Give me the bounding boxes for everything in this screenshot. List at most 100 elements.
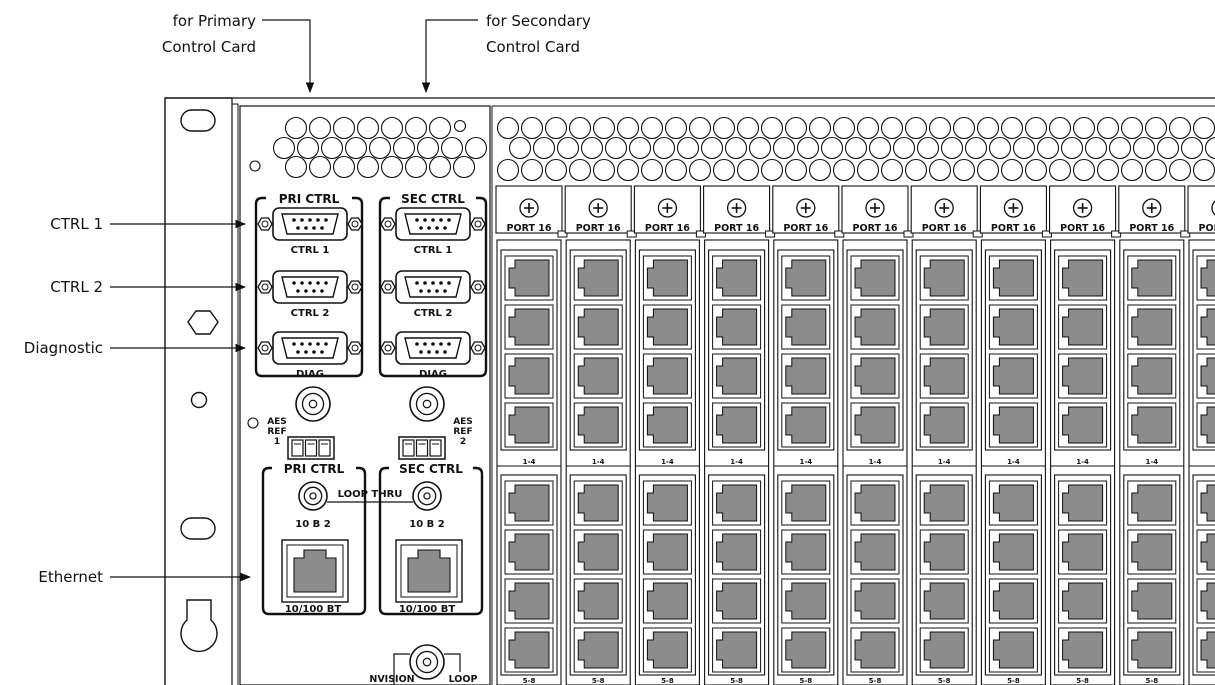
rj45-jack[interactable] — [923, 582, 965, 620]
rj45-jack[interactable] — [1131, 308, 1173, 346]
rj45-jack[interactable] — [854, 406, 896, 444]
rj45-jack[interactable] — [1062, 533, 1104, 571]
rj45-jack[interactable] — [577, 484, 619, 522]
rj45-jack[interactable] — [785, 308, 827, 346]
rj45-jack[interactable] — [785, 582, 827, 620]
rj45-jack[interactable] — [854, 582, 896, 620]
rj45-jack[interactable] — [716, 631, 758, 669]
rj45-jack[interactable] — [577, 357, 619, 395]
rj45-jack[interactable] — [1131, 533, 1173, 571]
rj45-jack[interactable] — [716, 582, 758, 620]
rj45-jack[interactable] — [508, 357, 550, 395]
aes-terminal-1[interactable] — [287, 436, 335, 460]
rj45-jack[interactable] — [1062, 484, 1104, 522]
rj45-jack[interactable] — [992, 406, 1034, 444]
rj45-jack[interactable] — [1200, 308, 1215, 346]
rj45-jack[interactable] — [854, 484, 896, 522]
rj45-jack[interactable] — [577, 631, 619, 669]
rj45-jack[interactable] — [992, 484, 1034, 522]
rj45-jack[interactable] — [785, 631, 827, 669]
rj45-jack[interactable] — [716, 308, 758, 346]
rj45-jack[interactable] — [785, 357, 827, 395]
rj45-jack[interactable] — [508, 308, 550, 346]
rj45-jack[interactable] — [923, 308, 965, 346]
rj45-jack[interactable] — [716, 406, 758, 444]
aes-terminal-2[interactable] — [398, 436, 446, 460]
rj45-jack[interactable] — [923, 533, 965, 571]
rj45-jack[interactable] — [716, 357, 758, 395]
rj45-jack[interactable] — [646, 308, 688, 346]
rj45-jack[interactable] — [992, 259, 1034, 297]
rj45-jack[interactable] — [1200, 631, 1215, 669]
rj45-jack[interactable] — [646, 484, 688, 522]
rj45-jack[interactable] — [785, 533, 827, 571]
rj45-jack[interactable] — [508, 259, 550, 297]
rj45-jack[interactable] — [716, 259, 758, 297]
rj45-jack[interactable] — [854, 357, 896, 395]
rj45-jack[interactable] — [785, 484, 827, 522]
rj45-jack[interactable] — [577, 308, 619, 346]
rj45-jack[interactable] — [923, 357, 965, 395]
rj45-jack[interactable] — [1131, 406, 1173, 444]
pri-ctrl1-port[interactable]: CTRL 1 — [257, 207, 363, 256]
sec-ethernet-port[interactable] — [395, 539, 463, 603]
sec-10b2-bnc[interactable] — [412, 481, 442, 511]
rj45-jack[interactable] — [854, 533, 896, 571]
rj45-jack[interactable] — [923, 259, 965, 297]
pri-10b2-bnc[interactable] — [298, 481, 328, 511]
rj45-jack[interactable] — [577, 406, 619, 444]
rj45-jack[interactable] — [992, 308, 1034, 346]
rj45-jack[interactable] — [854, 308, 896, 346]
rj45-jack[interactable] — [1200, 259, 1215, 297]
rj45-jack[interactable] — [508, 406, 550, 444]
rj45-jack[interactable] — [716, 484, 758, 522]
rj45-jack[interactable] — [1062, 357, 1104, 395]
rj45-jack[interactable] — [646, 631, 688, 669]
rj45-jack[interactable] — [577, 582, 619, 620]
aes-ref-2-bnc[interactable] — [409, 386, 445, 422]
rj45-jack[interactable] — [1062, 631, 1104, 669]
sec-ctrl2-port[interactable]: CTRL 2 — [380, 270, 486, 319]
nvision-loop-bnc[interactable] — [409, 644, 445, 680]
rj45-jack[interactable] — [508, 582, 550, 620]
rj45-jack[interactable] — [923, 484, 965, 522]
rj45-jack[interactable] — [1131, 484, 1173, 522]
rj45-jack[interactable] — [992, 631, 1034, 669]
rj45-jack[interactable] — [508, 484, 550, 522]
rj45-jack[interactable] — [646, 357, 688, 395]
rj45-jack[interactable] — [508, 631, 550, 669]
rj45-jack[interactable] — [1200, 582, 1215, 620]
rj45-jack[interactable] — [1062, 582, 1104, 620]
sec-ctrl1-port[interactable]: CTRL 1 — [380, 207, 486, 256]
rj45-jack[interactable] — [1200, 406, 1215, 444]
sec-diag-port[interactable]: DIAG — [380, 331, 486, 380]
rj45-jack[interactable] — [923, 631, 965, 669]
rj45-jack[interactable] — [646, 259, 688, 297]
pri-diag-port[interactable]: DIAG — [257, 331, 363, 380]
rj45-jack[interactable] — [785, 259, 827, 297]
rj45-jack[interactable] — [992, 533, 1034, 571]
aes-ref-1-bnc[interactable] — [295, 386, 331, 422]
rj45-jack[interactable] — [1062, 259, 1104, 297]
rj45-jack[interactable] — [1131, 582, 1173, 620]
rj45-jack[interactable] — [1200, 357, 1215, 395]
rj45-jack[interactable] — [992, 357, 1034, 395]
rj45-jack[interactable] — [923, 406, 965, 444]
rj45-jack[interactable] — [1131, 259, 1173, 297]
rj45-jack[interactable] — [1200, 484, 1215, 522]
rj45-jack[interactable] — [1200, 533, 1215, 571]
rj45-jack[interactable] — [646, 533, 688, 571]
rj45-jack[interactable] — [577, 259, 619, 297]
rj45-jack[interactable] — [854, 259, 896, 297]
rj45-jack[interactable] — [1131, 631, 1173, 669]
rj45-jack[interactable] — [992, 582, 1034, 620]
pri-ethernet-port[interactable] — [281, 539, 349, 603]
rj45-jack[interactable] — [716, 533, 758, 571]
rj45-jack[interactable] — [854, 631, 896, 669]
rj45-jack[interactable] — [508, 533, 550, 571]
rj45-jack[interactable] — [577, 533, 619, 571]
rj45-jack[interactable] — [646, 406, 688, 444]
rj45-jack[interactable] — [1062, 308, 1104, 346]
rj45-jack[interactable] — [1062, 406, 1104, 444]
pri-ctrl2-port[interactable]: CTRL 2 — [257, 270, 363, 319]
